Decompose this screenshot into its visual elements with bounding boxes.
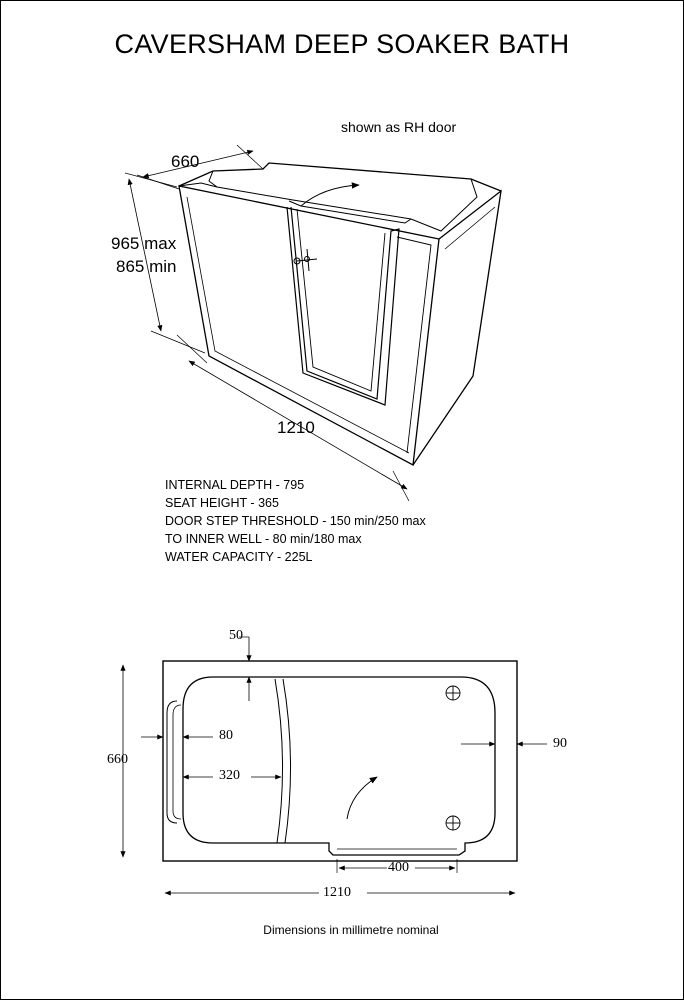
drain-bottom-icon (445, 815, 461, 831)
bath-door-opening (286, 206, 400, 406)
iso-height-min-label: 865 min (116, 257, 177, 276)
plan-inner-well (182, 676, 496, 856)
units-note: Dimensions in millimetre nominal (263, 923, 439, 937)
bath-side-face (412, 189, 502, 466)
door-orientation-note: shown as RH door (341, 119, 457, 135)
plan-length-label: 1210 (323, 885, 351, 900)
plan-view (120, 636, 547, 896)
door-handle-icon (293, 248, 318, 272)
spec-list: INTERNAL DEPTH - 795 SEAT HEIGHT - 365 D… (165, 476, 426, 566)
isometric-view (124, 144, 502, 502)
plan-outline (162, 660, 518, 862)
plan-door-swing-arrow-icon (346, 776, 378, 820)
spec-inner-well: TO INNER WELL - 80 min/180 max (165, 532, 362, 546)
plan-top-offset-label: 50 (229, 628, 243, 643)
spec-water-capacity: WATER CAPACITY - 225L (165, 550, 313, 564)
plan-seat-edge-label: 80 (219, 728, 233, 743)
spec-seat-height: SEAT HEIGHT - 365 (165, 496, 279, 510)
door-swing-arrow-icon (300, 182, 360, 207)
plan-right-offset-label: 90 (553, 736, 567, 751)
drawing-title: CAVERSHAM DEEP SOAKER BATH (114, 29, 570, 59)
iso-width-label: 660 (171, 152, 200, 171)
spec-door-step-threshold: DOOR STEP THRESHOLD - 150 min/250 max (165, 514, 426, 528)
iso-height-max-label: 965 max (111, 234, 177, 253)
plan-door-width-label: 400 (388, 860, 409, 875)
spec-internal-depth: INTERNAL DEPTH - 795 (165, 478, 305, 492)
plan-width-label: 660 (107, 752, 128, 767)
iso-length-label: 1210 (277, 418, 315, 437)
bath-top-rim (178, 162, 502, 192)
plan-seat-depth-label: 320 (219, 768, 240, 783)
drain-top-icon (445, 685, 461, 701)
grab-handle-icon (166, 700, 178, 824)
